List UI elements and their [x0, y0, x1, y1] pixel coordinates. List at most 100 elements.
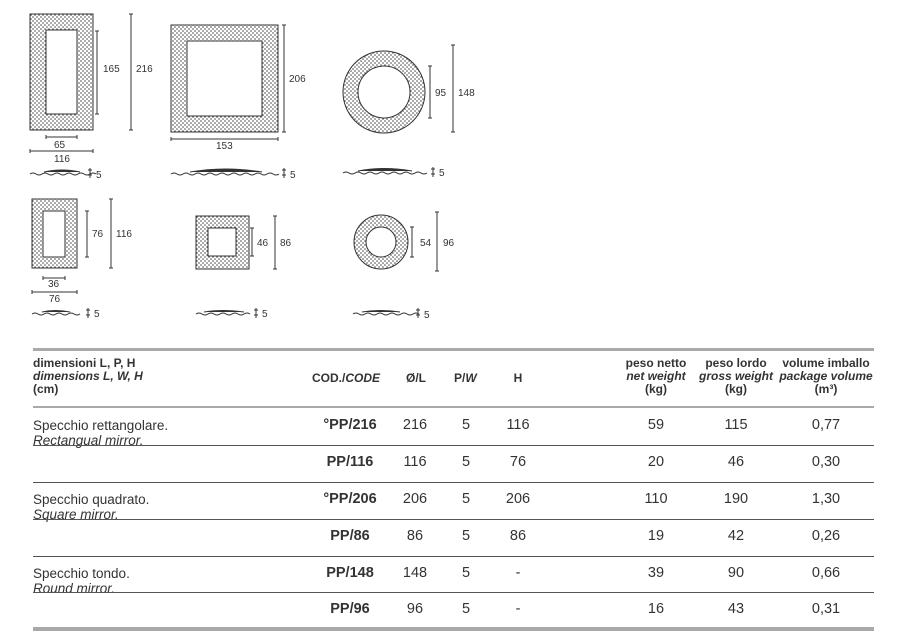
cell-gross-weight: 190: [723, 491, 749, 507]
group-rectangular: Specchio rettangolare. Rectangual mirror…: [33, 418, 168, 448]
cell-code: °PP/216: [323, 417, 377, 433]
header-net-weight-it: peso netto: [625, 356, 687, 370]
cell-net-weight: 19: [647, 528, 665, 544]
dim-label: 153: [216, 141, 233, 152]
cell-gross-weight: 43: [727, 601, 745, 617]
header-diameter-length: Ø/L: [406, 371, 426, 385]
header-dimensions-en: dimensions L, W, H: [33, 369, 143, 383]
header-gross-weight-it: peso lordo: [705, 356, 767, 370]
group-square: Specchio quadrato. Square mirror.: [33, 492, 149, 522]
cell-gross-weight: 42: [727, 528, 745, 544]
group-name-en: Square mirror.: [33, 507, 119, 522]
cell-length: 96: [406, 601, 424, 617]
cell-length: 86: [406, 528, 424, 544]
header-depth: P/W: [454, 372, 477, 385]
dim-label: 5: [262, 309, 268, 320]
header-net-weight-unit: (kg): [645, 382, 667, 396]
cell-net-weight: 59: [647, 417, 665, 433]
cell-code: PP/86: [330, 528, 370, 544]
cell-length: 216: [402, 417, 428, 433]
cell-net-weight: 20: [647, 454, 665, 470]
round-mirror-large-drawing: [342, 44, 455, 177]
cell-length: 206: [402, 491, 428, 507]
header-gross-weight-en: gross weight: [698, 369, 773, 383]
cell-depth: 5: [461, 528, 471, 544]
group-name-it: Specchio tondo.: [33, 566, 130, 581]
cell-volume: 0,30: [811, 454, 841, 470]
cell-length: 148: [402, 565, 428, 581]
header-volume-unit: (m³): [814, 382, 838, 396]
header-depth-it: P/: [454, 371, 466, 385]
dim-label: 206: [289, 74, 306, 85]
dim-label: 76: [49, 294, 61, 305]
cell-volume: 0,31: [811, 601, 841, 617]
cell-depth: 5: [461, 417, 471, 433]
dim-label: 116: [54, 154, 70, 165]
dim-label: 5: [94, 309, 100, 320]
technical-drawings: 165 216 65 116 5 206 153 5 95 148 5 76 1…: [29, 13, 475, 321]
header-volume-it: volume imballo: [782, 356, 870, 370]
cell-height: 206: [505, 491, 531, 507]
dim-label: 65: [54, 140, 66, 151]
cell-gross-weight: 115: [724, 417, 748, 433]
row-divider: [33, 592, 874, 593]
cell-code: PP/96: [330, 601, 370, 617]
cell-code: °PP/206: [323, 491, 377, 507]
cell-volume: 0,66: [811, 565, 841, 581]
cell-depth: 5: [461, 454, 471, 470]
header-depth-en: W: [465, 371, 477, 385]
cell-code: PP/148: [326, 565, 374, 581]
cell-volume: 0,26: [811, 528, 841, 544]
rect-mirror-large-drawing: [29, 13, 133, 178]
cell-volume: 0,77: [811, 417, 841, 433]
group-name-it: Specchio quadrato.: [33, 492, 150, 507]
row-divider: [33, 445, 874, 446]
header-net-weight-en: net weight: [626, 369, 686, 383]
dim-label: 46: [257, 238, 269, 249]
row-divider: [33, 482, 874, 483]
cell-height: -: [515, 565, 521, 581]
header-height: H: [513, 371, 523, 385]
header-code: COD./CODE: [312, 372, 380, 385]
dim-label: 5: [96, 170, 102, 181]
cell-net-weight: 110: [644, 491, 668, 507]
table-top-rule: [33, 348, 874, 351]
dim-label: 96: [443, 238, 455, 249]
table-bottom-rule: [33, 627, 874, 631]
cell-height: 116: [506, 417, 530, 433]
square-mirror-large-drawing: [170, 24, 286, 178]
row-divider: [33, 556, 874, 557]
dim-label: 148: [458, 88, 475, 99]
header-package-volume: volume imballo package volume (m³): [776, 357, 876, 396]
cell-net-weight: 16: [647, 601, 665, 617]
header-gross-weight-unit: (kg): [725, 382, 747, 396]
dim-label: 86: [280, 238, 292, 249]
dim-label: 5: [290, 170, 296, 181]
rect-mirror-small-drawing: [31, 198, 113, 318]
dim-label: 54: [420, 238, 432, 249]
header-gross-weight: peso lordo gross weight (kg): [694, 357, 778, 396]
group-name-it: Specchio rettangolare.: [33, 418, 169, 433]
dim-label: 216: [136, 64, 153, 75]
cell-depth: 5: [461, 491, 471, 507]
dim-label: 165: [103, 64, 120, 75]
group-name-en: Rectangual mirror.: [33, 433, 144, 448]
header-dimensions-unit: (cm): [33, 382, 59, 396]
cell-height: -: [515, 601, 521, 617]
cell-volume: 1,30: [811, 491, 841, 507]
header-code-it: COD./: [312, 371, 346, 385]
header-dimensions-it: dimensioni L, P, H: [33, 356, 136, 370]
square-mirror-small-drawing: [195, 215, 277, 318]
header-dimensions: dimensioni L, P, H dimensions L, W, H (c…: [33, 357, 253, 396]
header-net-weight: peso netto net weight (kg): [612, 357, 700, 396]
cell-depth: 5: [461, 601, 471, 617]
cell-gross-weight: 90: [727, 565, 745, 581]
cell-gross-weight: 46: [727, 454, 745, 470]
round-mirror-small-drawing: [352, 211, 439, 318]
dim-label: 95: [435, 88, 447, 99]
cell-height: 76: [509, 454, 527, 470]
row-divider: [33, 519, 874, 520]
dim-label: 76: [92, 229, 104, 240]
cell-height: 86: [509, 528, 527, 544]
dim-label: 36: [48, 279, 60, 290]
